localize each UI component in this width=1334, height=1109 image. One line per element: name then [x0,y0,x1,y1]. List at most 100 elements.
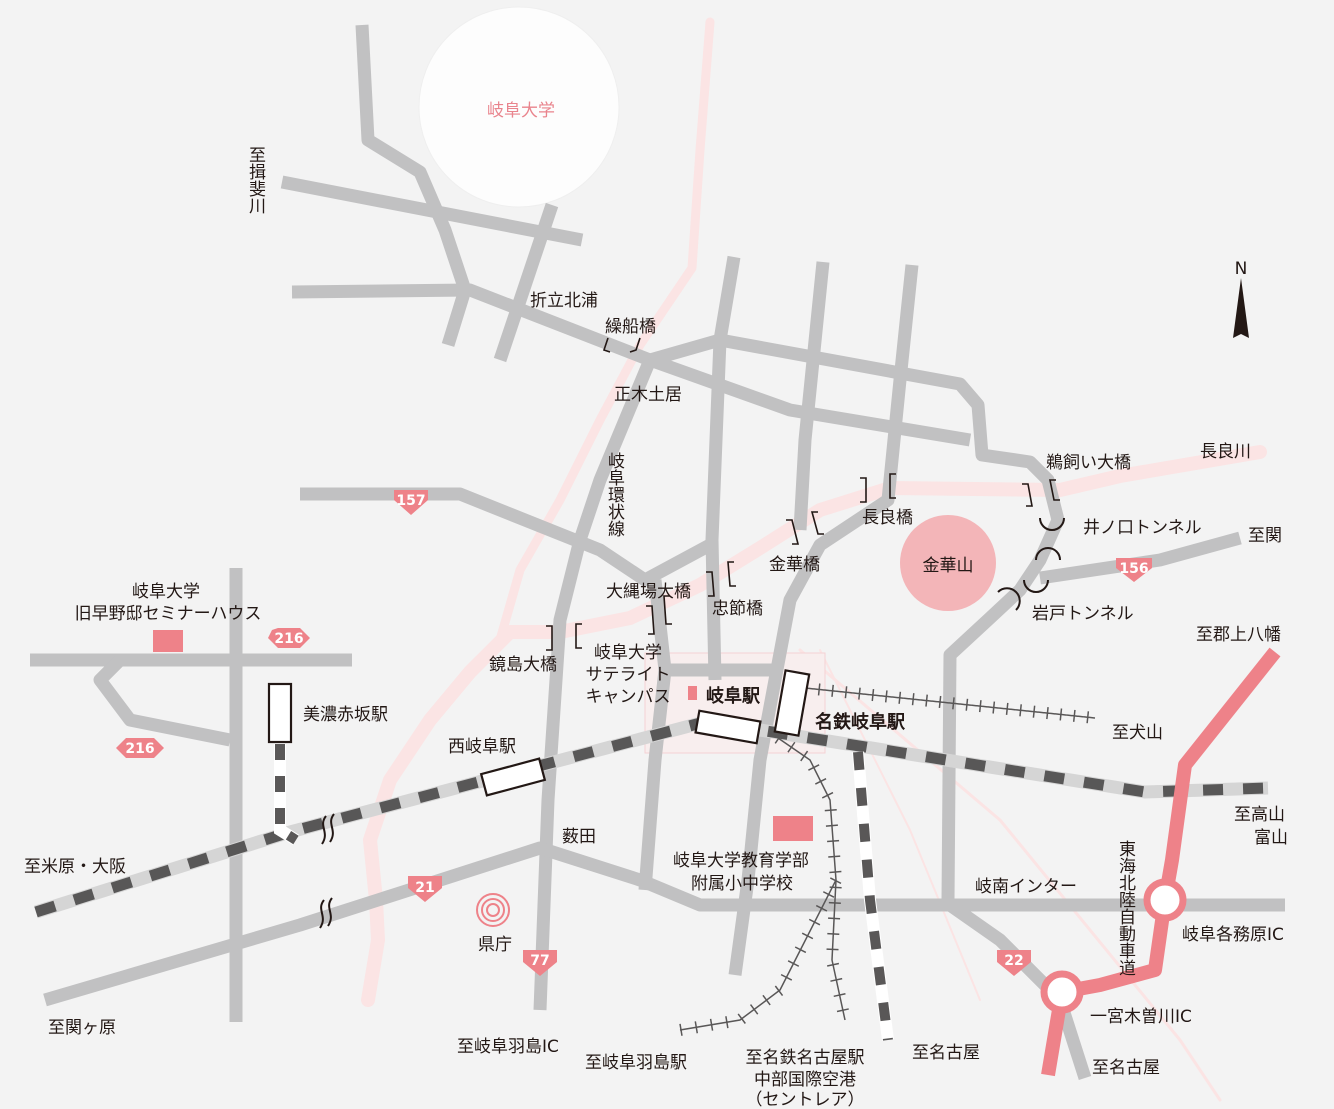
kencho-label: 県庁 [478,935,512,955]
satellite-label-2: サテライト [586,665,671,685]
north-river [495,17,715,645]
kagashima-bridge-label: 鏡島大橋 [489,655,557,675]
svg-text:77: 77 [530,953,549,969]
svg-text:216: 216 [125,741,154,757]
road-chusetsu [638,579,672,891]
tunnel-marks [997,517,1065,611]
svg-text:156: 156 [1119,561,1148,577]
route-77-shield: 77 [523,950,557,976]
iwato-tunnel-label: 岩戸トンネル [1032,604,1134,624]
roads [30,24,1285,1080]
mino-akasaka-station-box [267,682,293,744]
break-rail-1 [321,815,327,845]
chusetsu-bridge-label: 忠節橋 [712,599,763,619]
bridge-kagashima-mark [546,623,582,651]
seki-label: 至関 [1248,526,1282,546]
tunnel-inokuchi-mark-2 [1035,547,1061,561]
old-waseda-label-2: 旧早野邸セミナーハウス [75,604,262,624]
svg-text:157: 157 [396,493,425,509]
mino-akasaka-station-label: 美濃赤坂駅 [303,705,388,725]
tokaido-line [853,751,893,1041]
gifu-station-box [694,709,762,745]
tunnel-iwato-mark-2 [997,587,1021,611]
kanjo-line-label: 岐阜環状線 [604,452,625,537]
masaki-label: 正木土居 [614,385,682,405]
sakai-river-2 [819,649,981,1001]
break-rail-2 [329,813,335,843]
nagara-bridge-label: 長良橋 [862,508,913,528]
route-shields: 157 156 216 216 21 22 77 [116,490,1152,976]
road-main-ring [648,333,1065,901]
gifu-station-label: 岐阜駅 [706,685,761,707]
road-central-2 [793,261,830,531]
route-216-shield-2: 216 [116,738,164,758]
nishi-gifu-station-box [479,757,547,797]
road-oritate [291,283,653,367]
route-157-shield: 157 [394,490,428,515]
bridge-kuribune-mark [602,337,641,353]
svg-text:21: 21 [415,880,434,896]
break-road-2 [327,897,333,927]
kinka-bridge-label: 金華橋 [769,555,820,575]
route-216-shield-1: 216 [268,628,310,648]
takayama-label-1: 至高山 [1234,805,1285,825]
north-label: N [1235,259,1248,279]
route-156-shield: 156 [1116,558,1152,582]
maibara-label: 至米原・大阪 [24,857,126,877]
gujo-label: 至郡上八幡 [1196,625,1281,645]
sakai-river [798,648,1222,1102]
school-marker [773,816,813,841]
old-waseda-marker [153,630,183,652]
meitetsu-lines [679,682,1096,1036]
nagoya-label-1: 至名古屋 [912,1043,980,1063]
ukai-bridge-label: 鵜飼い大橋 [1046,453,1131,473]
satellite-marker [688,686,697,700]
bridge-ukai-mark [1022,479,1060,507]
labels: 岐阜大学 金華山 岐阜大学 旧早野邸セミナーハウス 岐阜大学 サテライト キャン… [24,101,1288,1109]
road-west-curve [93,653,352,747]
road-ibigawa [280,175,584,247]
tokai-hokuriku-label: 東海北陸自動車道 [1115,840,1136,976]
route-22-shield: 22 [997,950,1031,976]
bridge-chusetsu-mark [706,561,736,597]
gifu-univ-area [418,6,620,208]
yabuta-label: 薮田 [562,827,596,847]
nishi-gifu-station-label: 西岐阜駅 [448,737,516,757]
meitetsu-inuyama [804,687,1096,719]
onawaba-bridge-label: 大縄場大橋 [606,582,691,602]
kakamigahara-ic-marker [1143,878,1187,922]
svg-text:216: 216 [274,631,303,647]
meitetsu-nagoya-label-3: （セントレア） [746,1090,865,1109]
kuribune-bridge-label: 繰船橋 [605,317,656,337]
route-21-shield: 21 [408,876,442,902]
road-central-1 [705,255,741,681]
ginan-ic-label: 岐南インター [975,877,1077,897]
road-central-3 [728,264,919,976]
bridge-kinka-mark [786,511,824,545]
meitetsu-nagoya-label-1: 至名鉄名古屋駅 [746,1048,865,1068]
oritate-label: 折立北浦 [530,291,598,311]
break-marks [319,813,335,929]
kinkazan-marker [900,515,996,611]
takayama-label-2: 富山 [1254,828,1288,848]
nagaragawa-label: 長良川 [1200,442,1251,462]
meitetsu-hashima [679,879,837,1031]
meitetsu-gifu-station-box [773,669,811,737]
inuyama-label: 至犬山 [1112,723,1163,743]
gifu-univ-label: 岐阜大学 [487,101,555,121]
old-waseda-label-1: 岐阜大学 [132,582,200,602]
kakamigahara-ic-label: 岐阜各務原IC [1182,925,1284,945]
hashima-ic-label: 至岐阜羽島IC [457,1037,559,1057]
bridge-nagara-mark [860,473,896,503]
school-label-1: 岐阜大学教育学部 [673,851,809,871]
bridge-onawaba-mark [646,595,672,635]
meitetsu-nagoya-ticks [774,733,851,1022]
road-157 [300,487,714,587]
nagoya-label-2: 至名古屋 [1092,1058,1160,1078]
hashima-station-label: 至岐阜羽島駅 [585,1053,687,1073]
north-arrow-icon: N [1233,259,1249,338]
tunnel-inokuchi-mark [1039,517,1065,531]
tunnel-iwato-mark [1023,579,1049,593]
road-north-east [647,353,972,447]
road-kanjo [533,357,656,1011]
